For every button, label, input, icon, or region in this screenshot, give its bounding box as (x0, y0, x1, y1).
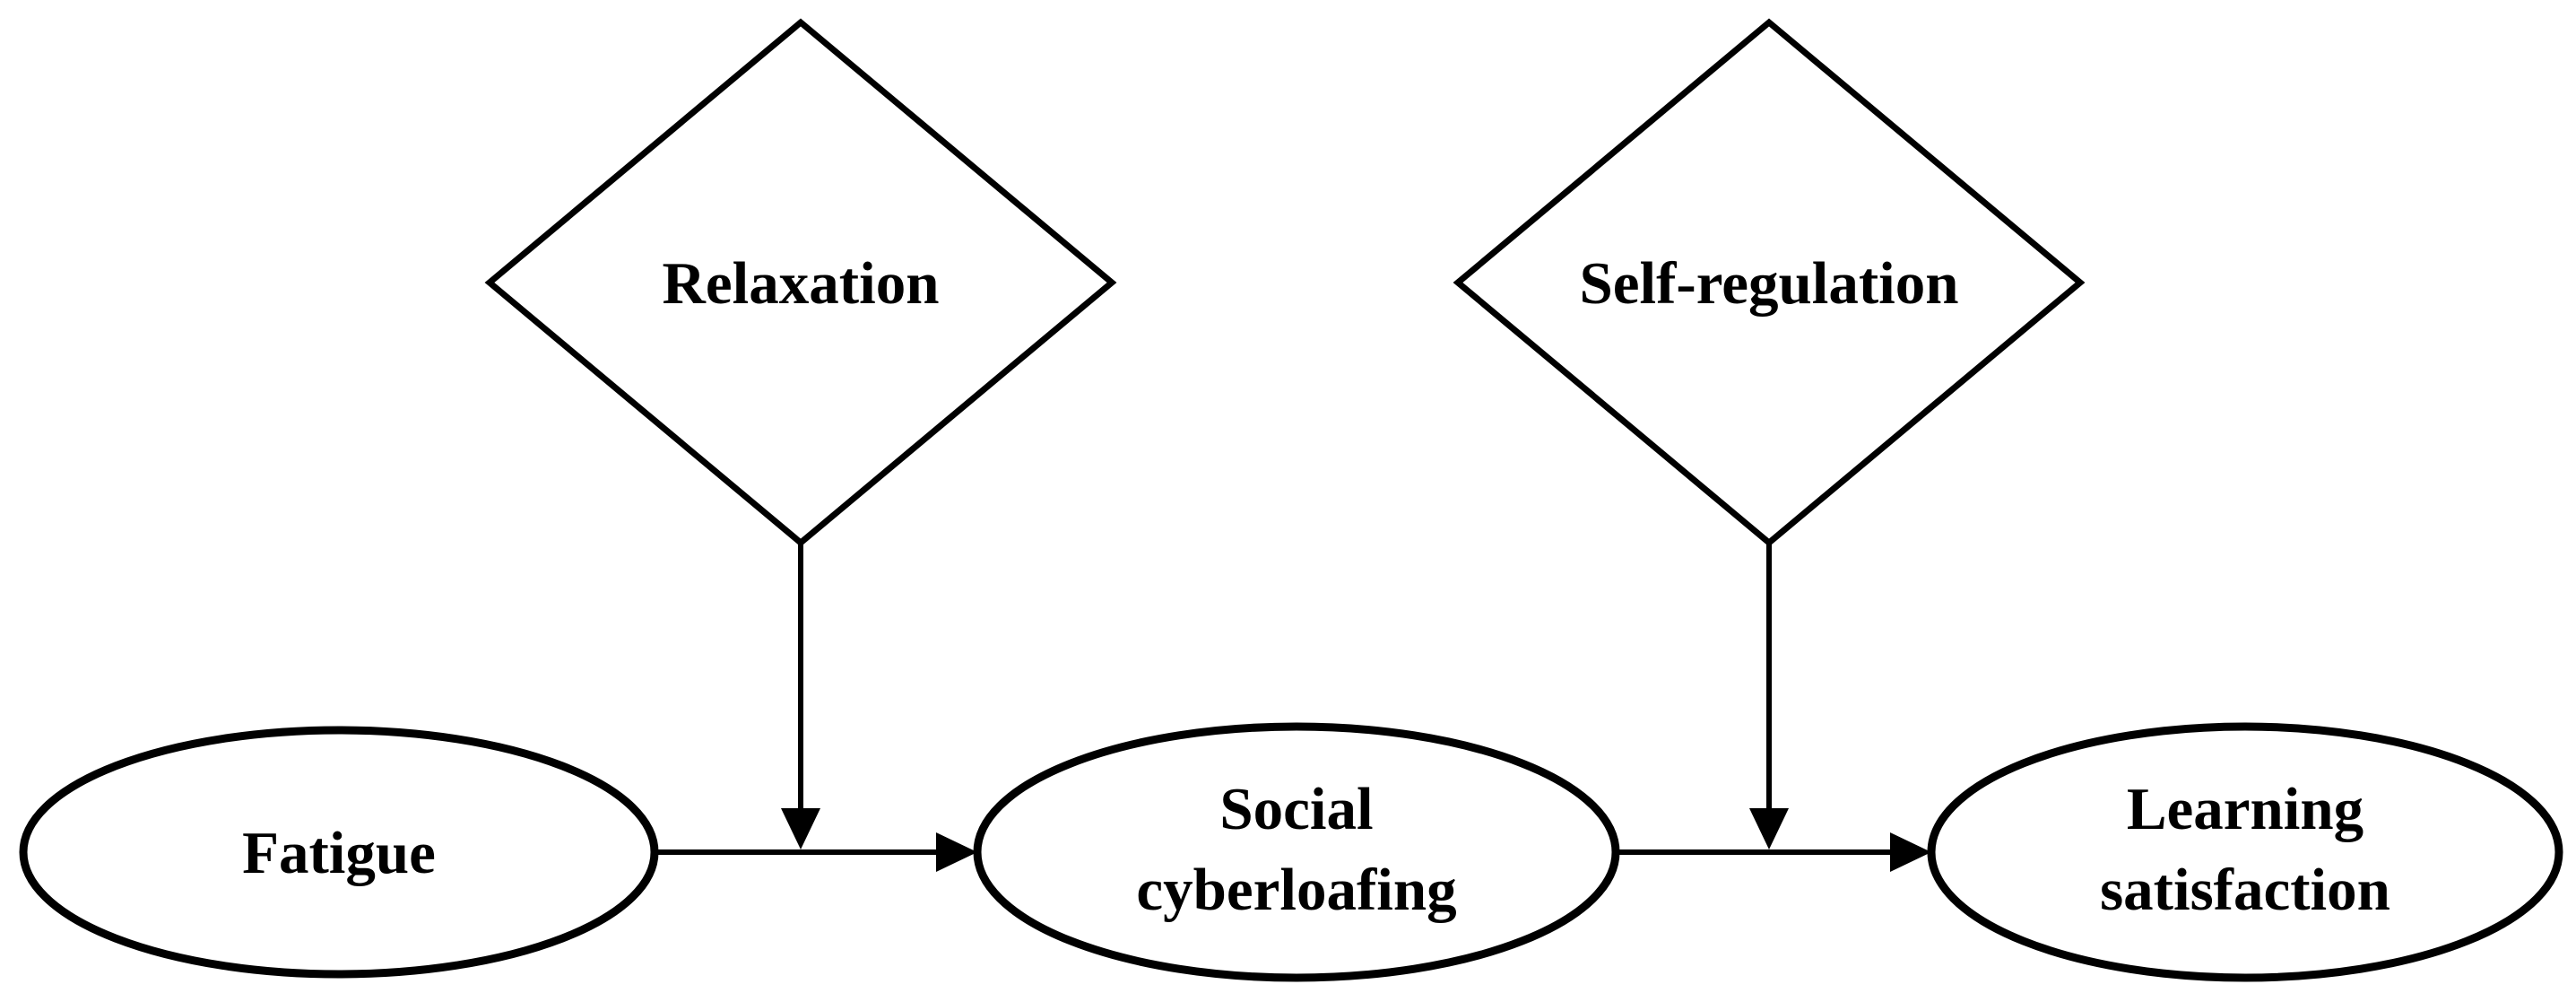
social-cyberloafing-ellipse (973, 722, 1620, 982)
arrow-fatigue-to-social-cyberloafing (655, 832, 977, 872)
arrow-self-regulation-moderation (1749, 543, 1789, 849)
arrow-relaxation-moderation (781, 543, 820, 849)
fatigue-ellipse (19, 726, 659, 979)
social-cyberloafing-label-line2: cyberloafing (1136, 857, 1456, 923)
arrow-head (781, 808, 820, 849)
fatigue-label: Fatigue (242, 820, 436, 886)
arrow-head (936, 832, 977, 872)
self-regulation-label: Self-regulation (1579, 250, 1958, 317)
learning-satisfaction-label-line2: satisfaction (2100, 857, 2390, 923)
arrow-head (1749, 808, 1789, 849)
learning-satisfaction-label-line1: Learning (2127, 776, 2364, 842)
social-cyberloafing-label-line1: Social (1219, 776, 1373, 842)
learning-satisfaction-ellipse (1927, 722, 2563, 982)
arrow-head (1890, 832, 1931, 872)
arrow-social-cyberloafing-to-learning-satisfaction (1616, 832, 1931, 872)
relaxation-label: Relaxation (663, 250, 940, 317)
